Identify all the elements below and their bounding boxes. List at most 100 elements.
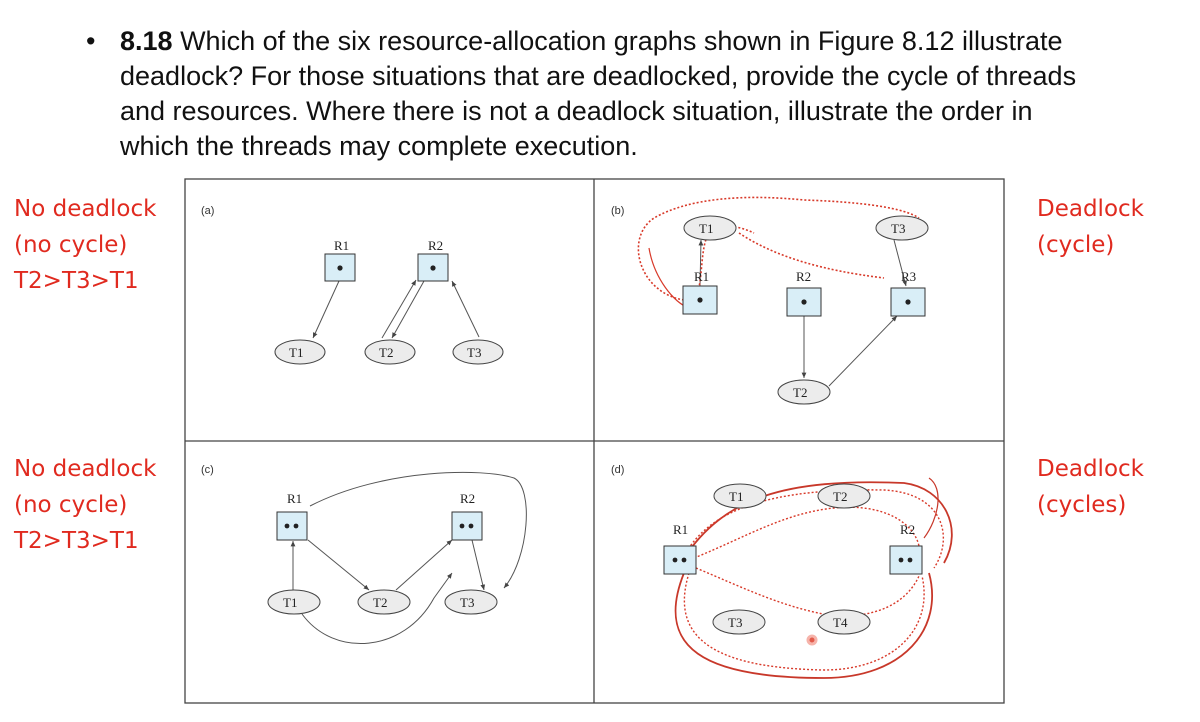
- edge-a-t2-r2: [381, 279, 417, 339]
- edge-b-t2-r3: [828, 315, 898, 387]
- panel-b: (b) R1 R2 R3 T1: [611, 196, 929, 405]
- panel-b-resource-r2: R2: [786, 269, 822, 317]
- cycle-annotation-d-4: [683, 572, 925, 671]
- edge-c-r1-t2: [307, 539, 370, 591]
- panel-d-thread-t3: T3: [712, 609, 766, 635]
- panel-c-resource-r1: R1: [276, 491, 308, 541]
- annotation-a-verdict: No deadlock: [14, 196, 157, 222]
- resource-allocation-graphs: (a) R1 R2 T1 T2 T3: [184, 178, 1005, 704]
- resource-label-r1: R1: [334, 238, 349, 253]
- thread-label-t1: T1: [699, 221, 713, 236]
- edge-b-r1-t1: [698, 239, 704, 287]
- resource-label-r2: R2: [460, 491, 475, 506]
- resource-label-r2: R2: [900, 522, 915, 537]
- edge-b-r3-t3: [893, 239, 907, 287]
- resource-label-r1: R1: [694, 269, 709, 284]
- panel-c-thread-t1: T1: [267, 589, 321, 615]
- panel-a-label: (a): [201, 205, 214, 217]
- instance-dot: [459, 523, 465, 529]
- panel-d-resource-r1: R1: [663, 522, 697, 575]
- panel-c-label: (c): [201, 464, 214, 476]
- cycle-annotation-b-1: [637, 196, 920, 301]
- instance-dot: [907, 557, 913, 563]
- resource-box: [889, 545, 923, 575]
- resource-box: [276, 511, 308, 541]
- resource-label-r2: R2: [796, 269, 811, 284]
- panel-a-thread-t3: T3: [452, 339, 504, 365]
- panel-b-label: (b): [611, 205, 624, 217]
- instance-dot: [697, 297, 703, 303]
- instance-dot: [898, 557, 904, 563]
- instance-dot: [430, 265, 436, 271]
- thread-label-t2: T2: [833, 489, 847, 504]
- panel-c-thread-t2: T2: [357, 589, 411, 615]
- thread-label-t2: T2: [793, 385, 807, 400]
- question-number: 8.18: [120, 26, 173, 56]
- annotation-d: Deadlock (cycles): [1037, 451, 1144, 523]
- resource-label-r2: R2: [428, 238, 443, 253]
- question-body: Which of the six resource-allocation gra…: [120, 26, 1077, 161]
- question-block: • 8.18 Which of the six resource-allocat…: [86, 24, 1106, 164]
- instance-dot: [905, 299, 911, 305]
- annotation-d-verdict: Deadlock: [1037, 456, 1144, 482]
- instance-dot: [681, 557, 687, 563]
- annotation-a-cycle: (no cycle): [14, 232, 128, 258]
- instance-dot: [801, 299, 807, 305]
- panel-d-resource-r2: R2: [889, 522, 923, 575]
- cycle-annotation-d-1: [683, 481, 953, 564]
- thread-label-t2: T2: [379, 345, 393, 360]
- thread-label-t1: T1: [283, 595, 297, 610]
- edge-c-r1-t3-curve: [309, 471, 527, 589]
- annotation-a: No deadlock (no cycle) T2>T3>T1: [14, 191, 156, 299]
- cycle-annotation-d-7: [923, 477, 939, 539]
- cycle-annotation-d-3: [674, 572, 934, 679]
- annotation-c: No deadlock (no cycle) T2>T3>T1: [14, 451, 156, 559]
- thread-label-t2: T2: [373, 595, 387, 610]
- instance-dot: [284, 523, 290, 529]
- cycle-annotation-d-5: [693, 506, 920, 559]
- edge-c-t2-r2: [395, 539, 453, 591]
- panel-b-thread-t1: T1: [683, 215, 737, 241]
- annotation-d-cycle: (cycles): [1037, 492, 1127, 518]
- panel-c-resource-r2: R2: [451, 491, 483, 541]
- panel-b-resource-r1: R1: [682, 269, 718, 315]
- resource-label-r1: R1: [673, 522, 688, 537]
- panel-b-resource-r3: R3: [890, 269, 926, 317]
- resource-box: [663, 545, 697, 575]
- annotation-b-cycle: (cycle): [1037, 232, 1115, 258]
- thread-label-t3: T3: [728, 615, 742, 630]
- resource-box: [451, 511, 483, 541]
- edge-c-t1-r2-curve: [301, 572, 453, 644]
- red-pointer-dot: [806, 634, 818, 646]
- edge-a-t3-r2: [451, 280, 480, 338]
- panel-a-resource-r1: R1: [324, 238, 356, 282]
- panel-c: (c) R1 R2 T1 T2 T: [201, 464, 527, 644]
- edge-a-r1-t1: [312, 280, 340, 339]
- thread-label-t3: T3: [467, 345, 481, 360]
- panel-a-resource-r2: R2: [417, 238, 449, 282]
- annotation-c-verdict: No deadlock: [14, 456, 157, 482]
- panel-a-thread-t2: T2: [364, 339, 416, 365]
- panel-b-thread-t3: T3: [875, 215, 929, 241]
- question-text: 8.18 Which of the six resource-allocatio…: [120, 24, 1106, 164]
- thread-label-t3: T3: [460, 595, 474, 610]
- instance-dot: [293, 523, 299, 529]
- annotation-a-order: T2>T3>T1: [14, 268, 139, 294]
- thread-label-t1: T1: [289, 345, 303, 360]
- panel-c-thread-t3: T3: [444, 589, 498, 615]
- bullet: •: [86, 26, 96, 56]
- panel-d-thread-t1: T1: [713, 483, 767, 509]
- panel-d-thread-t2: T2: [817, 483, 871, 509]
- panel-d: (d) R1 R2 T1 T2: [611, 464, 953, 679]
- annotation-b: Deadlock (cycle): [1037, 191, 1144, 263]
- panel-d-label: (d): [611, 464, 624, 476]
- panel-d-thread-t4: T4: [817, 609, 871, 635]
- panel-b-thread-t2: T2: [777, 379, 831, 405]
- annotation-c-cycle: (no cycle): [14, 492, 128, 518]
- thread-label-t3: T3: [891, 221, 905, 236]
- panel-a: (a) R1 R2 T1 T2 T3: [201, 205, 504, 365]
- resource-box: [786, 287, 822, 317]
- annotation-b-verdict: Deadlock: [1037, 196, 1144, 222]
- thread-label-t4: T4: [833, 615, 848, 630]
- annotation-c-order: T2>T3>T1: [14, 528, 139, 554]
